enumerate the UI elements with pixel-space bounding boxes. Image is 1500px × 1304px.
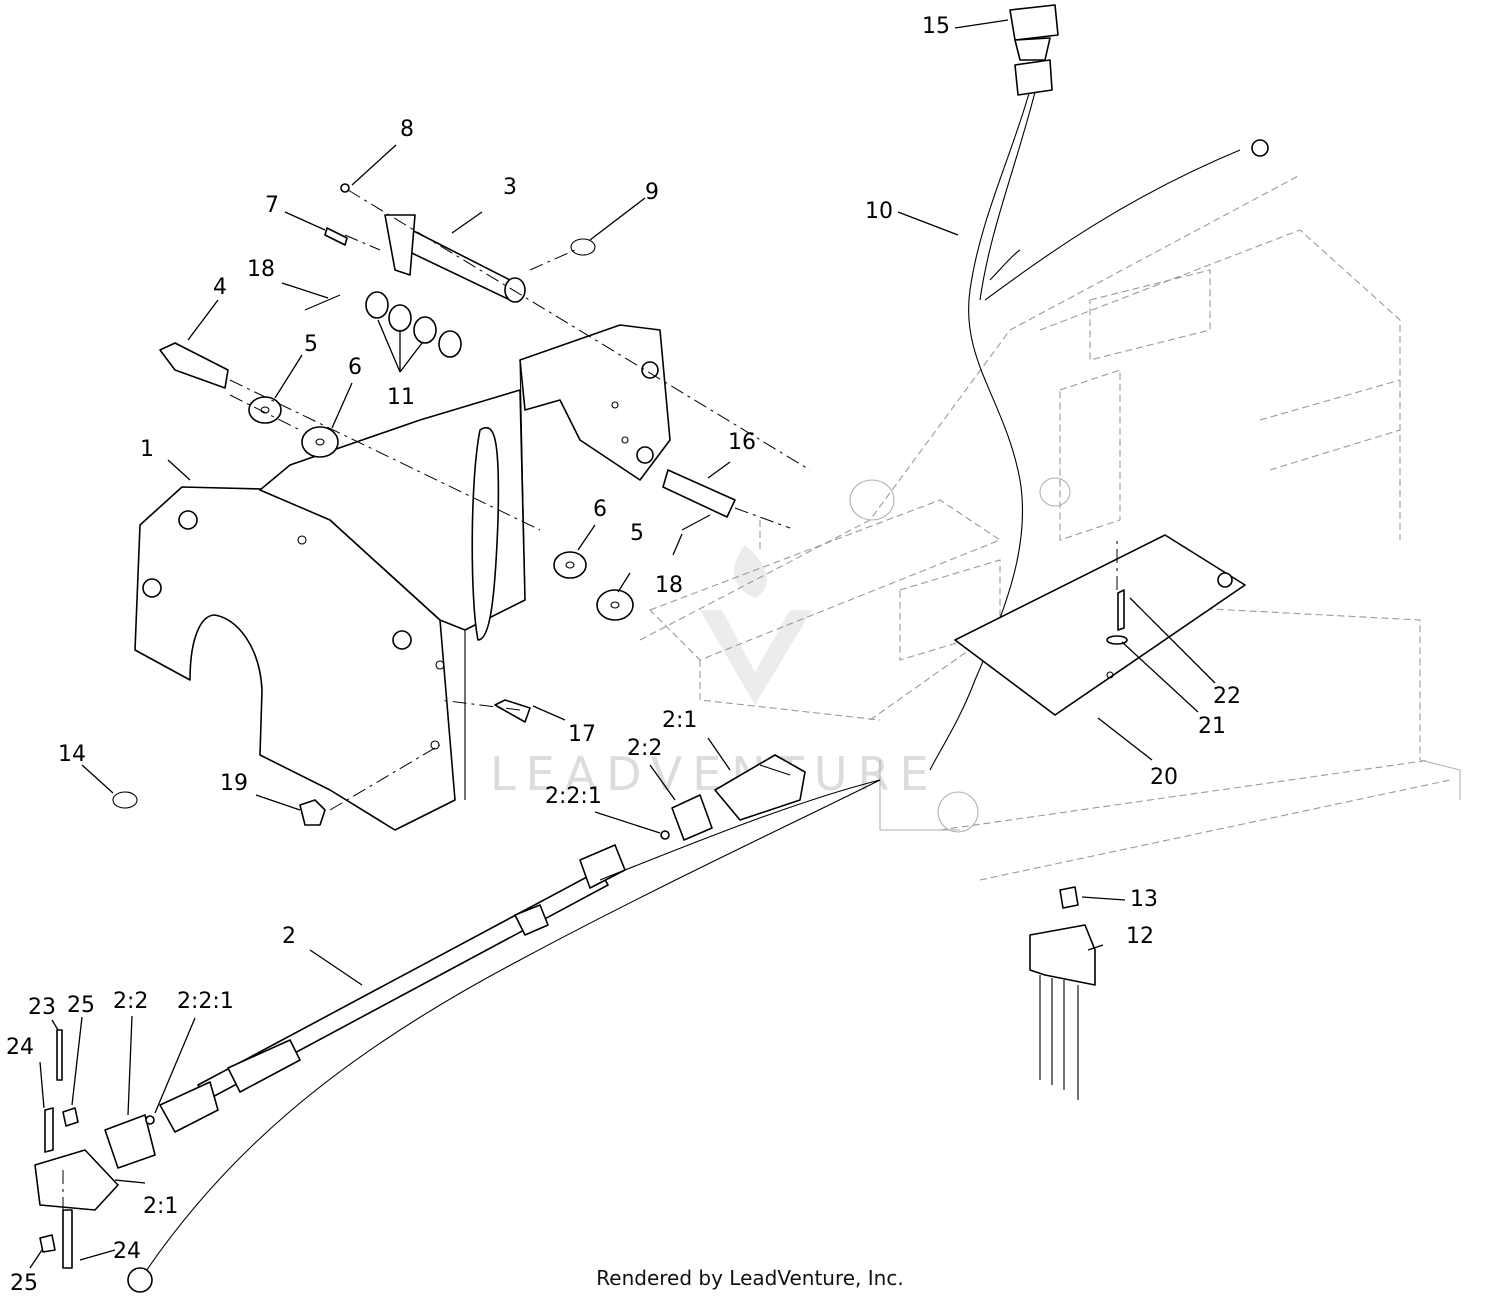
callout-6b: 6 — [593, 497, 607, 522]
callout-9: 9 — [645, 180, 659, 205]
mounting-arm — [519, 324, 671, 601]
callout-5a: 5 — [304, 332, 318, 357]
rocker-switch — [1009, 4, 1059, 96]
callout-labels: 1 2 3 4 5 5 6 6 7 8 9 10 11 12 13 14 15 … — [6, 14, 1241, 1296]
callout-11: 11 — [387, 385, 415, 410]
callout-13: 13 — [1130, 887, 1158, 912]
callout-2-2-upper: 2:2 — [627, 736, 662, 761]
callout-21: 21 — [1198, 714, 1226, 739]
callout-15: 15 — [922, 14, 950, 39]
callout-8: 8 — [400, 117, 414, 142]
callout-10: 10 — [865, 199, 893, 224]
callout-20: 20 — [1150, 765, 1178, 790]
guard-plate-1 — [134, 389, 526, 831]
footer-credit: Rendered by LeadVenture, Inc. — [596, 1266, 904, 1290]
callout-2-1-upper: 2:1 — [662, 708, 697, 733]
callout-18b: 18 — [655, 573, 683, 598]
leadventure-watermark: LEADVENTURE — [490, 545, 929, 801]
callout-1: 1 — [140, 437, 154, 462]
callout-24b: 24 — [113, 1239, 141, 1264]
callout-17: 17 — [568, 722, 596, 747]
callout-25a: 25 — [67, 993, 95, 1018]
lower-u-joint — [34, 1029, 156, 1269]
callout-3: 3 — [503, 175, 517, 200]
callout-2-2-1-lower: 2:2:1 — [177, 989, 234, 1014]
wire-harness — [929, 89, 1269, 771]
relay-connector — [1029, 886, 1096, 1100]
callout-18a: 18 — [247, 257, 275, 282]
callout-5b: 5 — [630, 521, 644, 546]
callout-2: 2 — [282, 924, 296, 949]
assembly-axes — [62, 189, 1118, 1210]
upper-u-joint — [660, 754, 806, 841]
callout-6a: 6 — [348, 355, 362, 380]
callout-24a: 24 — [6, 1035, 34, 1060]
callout-2-2-1-upper: 2:2:1 — [545, 784, 602, 809]
hardware — [112, 183, 736, 826]
callout-22: 22 — [1213, 684, 1241, 709]
callout-16: 16 — [728, 430, 756, 455]
driveshaft — [127, 779, 881, 1293]
callout-19: 19 — [220, 771, 248, 796]
callout-23: 23 — [28, 995, 56, 1020]
mounting-plate-20 — [954, 534, 1246, 716]
callout-7: 7 — [265, 193, 279, 218]
mower-frame — [639, 174, 1461, 881]
callout-14: 14 — [58, 742, 86, 767]
callout-25b: 25 — [10, 1271, 38, 1296]
callout-4: 4 — [213, 275, 227, 300]
leader-lines — [29, 19, 1216, 1269]
callout-2-2-lower: 2:2 — [113, 989, 148, 1014]
callout-2-1-lower: 2:1 — [143, 1194, 178, 1219]
callout-12: 12 — [1126, 924, 1154, 949]
